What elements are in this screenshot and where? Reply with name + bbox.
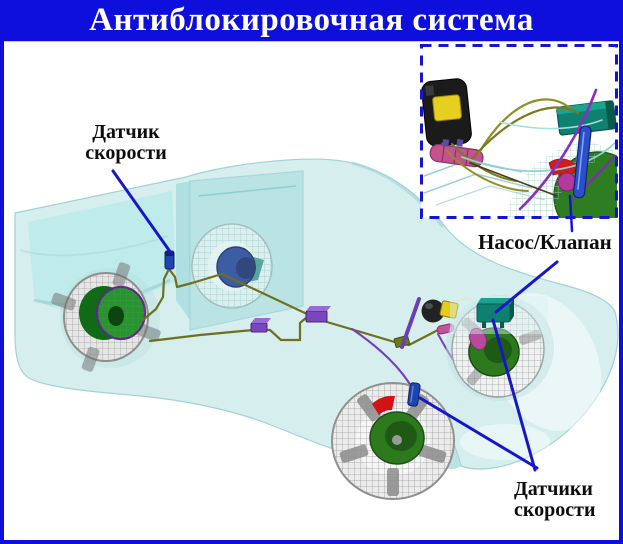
label-pump-valve: Насос/Клапан (478, 230, 612, 254)
brake-booster (421, 299, 459, 323)
bed-shadow-line-2 (19, 235, 169, 257)
disc-inner (385, 421, 417, 451)
yellow-reservoir (432, 94, 462, 122)
label-speed-sensor-line2: скорости (85, 142, 167, 164)
label-speed-sensors-line1: Датчики (514, 478, 593, 500)
windshield-line (197, 185, 297, 197)
lower-highlight (460, 424, 550, 460)
callout-pump-valve (494, 260, 559, 314)
label-speed-sensors: Датчики скорости (514, 479, 595, 521)
caliper-magenta (469, 327, 487, 351)
purple-connector-1 (250, 318, 271, 333)
label-speed-sensor-line1: Датчик (92, 121, 160, 143)
page-title: Антиблокировочная система (89, 2, 534, 38)
drum-hub (108, 306, 124, 326)
speed-sensor-detail (572, 125, 592, 199)
callout-lines (111, 169, 574, 472)
chassis-components (164, 250, 459, 349)
wire-purple-to-left-sensor (350, 327, 413, 388)
hub (392, 435, 402, 445)
valve-block-detail (556, 100, 617, 136)
callout-front-left-sensor (418, 396, 539, 470)
label-speed-sensors-line2: скорости (514, 499, 596, 521)
inset-detail-view (420, 44, 618, 219)
wheel-rear-left (51, 262, 161, 372)
inset-dashed-border (420, 44, 618, 219)
wire-upper-olive (141, 267, 440, 347)
callout-inset-link (568, 194, 574, 233)
inset-wires (445, 88, 617, 211)
caliper-red (372, 395, 395, 415)
inset-content (421, 78, 617, 218)
booster-detail (421, 78, 472, 147)
rear-speed-sensor (164, 250, 175, 270)
label-speed-sensor: Датчик скорости (70, 122, 182, 164)
purple-strut (400, 297, 421, 349)
booster-yellow-box (439, 300, 459, 319)
pump-valve-unit (476, 298, 514, 328)
title-bar: Антиблокировочная система (0, 0, 623, 42)
disc-inner (484, 337, 512, 363)
bed-front-wall (176, 181, 190, 320)
wire-lower-olive (148, 315, 309, 343)
hub-center (236, 257, 256, 279)
callout-front-right-sensor (491, 318, 537, 472)
wheel-rear-right (191, 223, 273, 309)
front-left-speed-sensor (407, 382, 421, 407)
purple-connector-2 (305, 306, 331, 323)
callout-rear-sensor (111, 169, 173, 255)
caliper-magenta-detail (557, 172, 577, 192)
wheel-front-left (331, 382, 455, 500)
